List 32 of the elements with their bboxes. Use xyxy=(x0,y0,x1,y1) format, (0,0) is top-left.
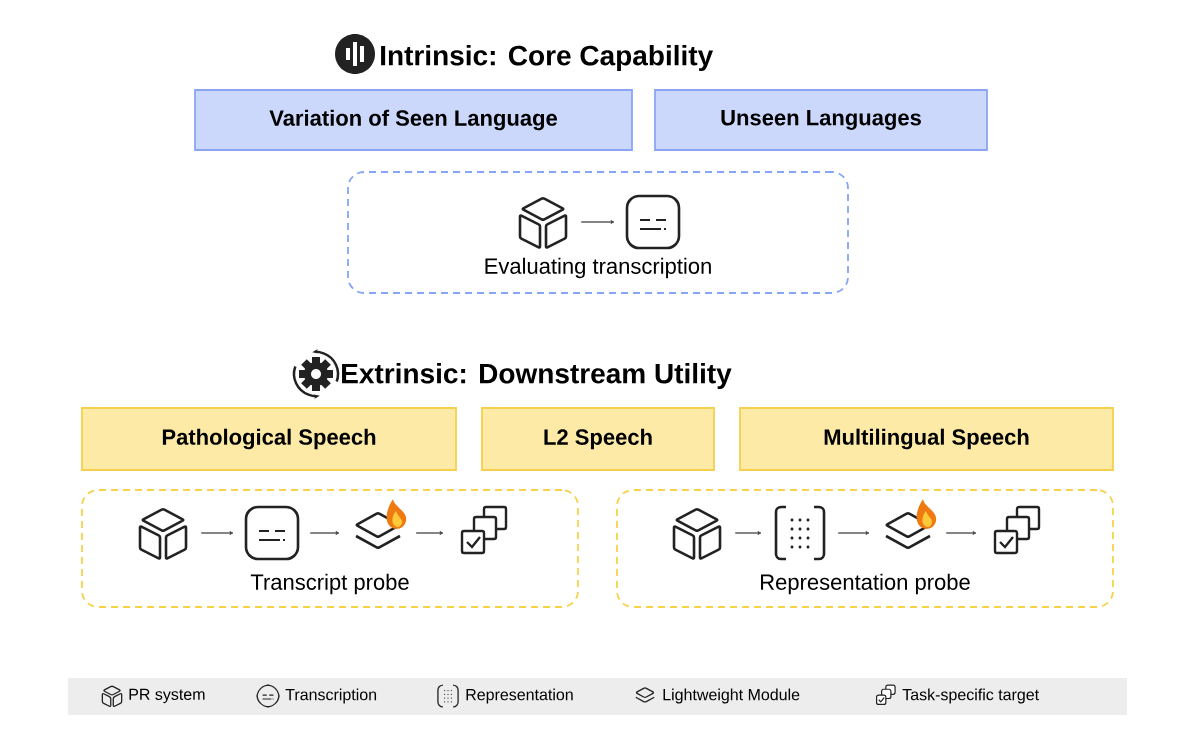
cube-icon xyxy=(518,197,568,249)
dot-grid-icon xyxy=(774,505,826,561)
dashed-panel: Evaluating transcription xyxy=(347,171,849,294)
stacked-squares-icon xyxy=(993,505,1041,555)
section-heading: Intrinsic: Core Capability xyxy=(381,44,714,72)
stacked-squares-icon xyxy=(460,505,508,555)
arrow xyxy=(734,531,762,535)
section-heading: Extrinsic: Downstream Utility xyxy=(342,362,732,390)
arrow xyxy=(837,531,870,535)
arrow xyxy=(309,531,340,535)
cube-icon xyxy=(672,508,722,560)
legend-label: PR system xyxy=(129,688,205,704)
arrow xyxy=(945,531,977,535)
legend-label: Transcription xyxy=(285,688,377,704)
legend-label: Representation xyxy=(466,688,573,704)
dashed-panel: Representation probe xyxy=(616,489,1114,608)
layers-icon xyxy=(355,499,407,549)
category-box: Multilingual Speech xyxy=(739,407,1114,471)
legend-label: Lightweight Module xyxy=(663,688,800,704)
category-box: Unseen Languages xyxy=(654,89,988,151)
layers-icon xyxy=(885,499,937,549)
category-box: Variation of Seen Language xyxy=(194,89,633,151)
dashed-panel: Transcript probe xyxy=(81,489,579,608)
transcript-icon xyxy=(244,505,300,561)
arrow xyxy=(200,531,234,535)
arrow xyxy=(580,220,615,224)
cube-icon xyxy=(138,508,188,560)
legend-label: Task-specific target xyxy=(902,688,1039,704)
transcript-icon xyxy=(625,194,681,250)
arrow xyxy=(415,531,444,535)
category-box: L2 Speech xyxy=(481,407,715,471)
category-box: Pathological Speech xyxy=(81,407,457,471)
